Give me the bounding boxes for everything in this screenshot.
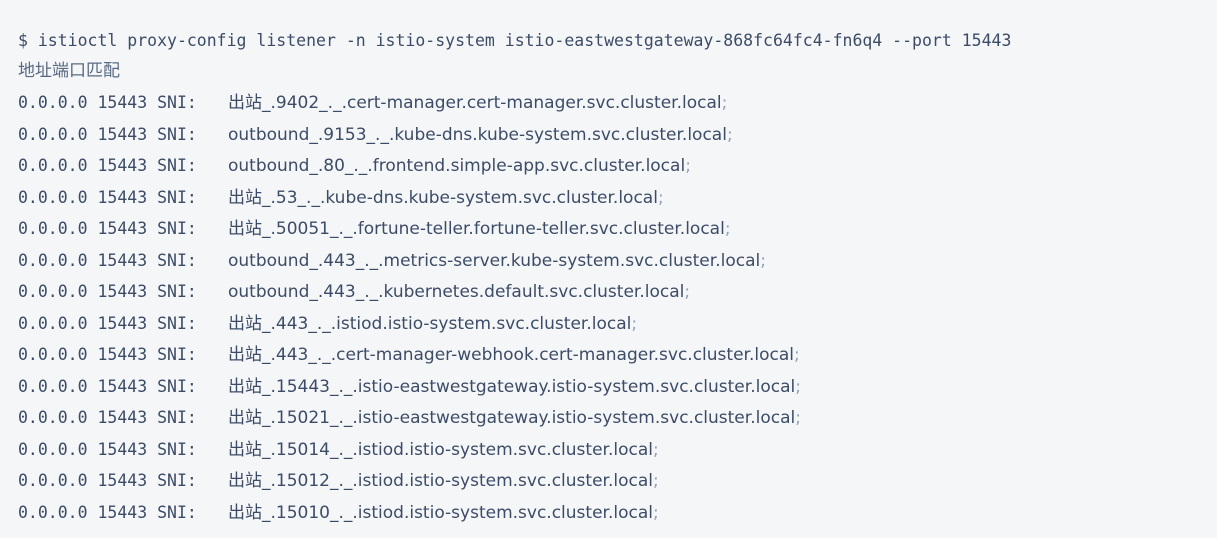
listener-row-prefix: 0.0.0.0 15443 SNI: — [18, 282, 207, 301]
listener-row-sni-value: 出站_.15021_._.istio-eastwestgateway.istio… — [228, 408, 796, 428]
listener-row: 0.0.0.0 15443 SNI: 出站_.9402_._.cert-mana… — [18, 87, 1217, 119]
listener-row: 0.0.0.0 15443 SNI: 出站_.15010_._.istiod.i… — [18, 497, 1217, 529]
listener-row: 0.0.0.0 15443 SNI: outbound_.443_._.metr… — [18, 245, 1217, 277]
listener-row-prefix: 0.0.0.0 15443 SNI: — [18, 219, 207, 238]
listener-row-sni-value: outbound_.80_._.frontend.simple-app.svc.… — [228, 156, 686, 176]
listener-row-sni-value: 出站_.15014_._.istiod.istio-system.svc.clu… — [228, 439, 653, 460]
listener-row-sni-value: outbound_.9153_._.kube-dns.kube-system.s… — [228, 124, 727, 145]
listener-row: 0.0.0.0 15443 SNI: 出站_.15014_._.istiod.i… — [18, 434, 1217, 466]
listener-row-terminator: ; — [652, 439, 659, 460]
terminal-header-line: 地址端口匹配 — [18, 61, 120, 81]
listener-row-terminator: ; — [721, 93, 728, 113]
listener-row: 0.0.0.0 15443 SNI: outbound_.443_._.kube… — [18, 276, 1217, 308]
listener-row-prefix: 0.0.0.0 15443 SNI: — [18, 124, 207, 144]
listener-row-sni-value: 出站_.9402_._.cert-manager.cert-manager.sv… — [228, 93, 722, 113]
listener-rows: 0.0.0.0 15443 SNI: 出站_.9402_._.cert-mana… — [18, 87, 1217, 528]
listener-row-sni-value: 出站_.15443_._.istio-eastwestgateway.istio… — [228, 376, 796, 397]
listener-row: 0.0.0.0 15443 SNI: outbound_.9153_._.kub… — [18, 119, 1217, 151]
listener-row-prefix: 0.0.0.0 15443 SNI: — [18, 471, 207, 490]
listener-row-prefix: 0.0.0.0 15443 SNI: — [18, 313, 207, 333]
listener-row-sni-value: 出站_.15012_._.istiod.istio-system.svc.clu… — [228, 471, 653, 491]
listener-row: 0.0.0.0 15443 SNI: 出站_.53_._.kube-dns.ku… — [18, 182, 1217, 214]
listener-row-terminator: ; — [724, 219, 731, 239]
listener-row-prefix: 0.0.0.0 15443 SNI: — [18, 93, 207, 112]
listener-row-terminator: ; — [793, 345, 800, 365]
listener-row-sni-value: 出站_.443_._.istiod.istio-system.svc.clust… — [228, 313, 632, 334]
listener-row-prefix: 0.0.0.0 15443 SNI: — [18, 502, 207, 522]
listener-row-prefix: 0.0.0.0 15443 SNI: — [18, 408, 207, 427]
listener-row: 0.0.0.0 15443 SNI: 出站_.443_._.istiod.ist… — [18, 308, 1217, 340]
listener-row-terminator: ; — [795, 376, 801, 397]
listener-row-terminator: ; — [685, 156, 691, 176]
listener-row-terminator: ; — [657, 187, 664, 208]
listener-row-terminator: ; — [795, 408, 801, 428]
listener-row-terminator: ; — [726, 124, 733, 145]
listener-row: 0.0.0.0 15443 SNI: 出站_.15443_._.istio-ea… — [18, 371, 1217, 403]
listener-row: 0.0.0.0 15443 SNI: 出站_.50051_._.fortune-… — [18, 213, 1217, 245]
terminal-command-line: $ istioctl proxy-config listener -n isti… — [18, 31, 1012, 50]
listener-row-prefix: 0.0.0.0 15443 SNI: — [18, 250, 207, 270]
listener-row-sni-value: 出站_.50051_._.fortune-teller.fortune-tell… — [228, 219, 725, 239]
listener-row-sni-value: 出站_.53_._.kube-dns.kube-system.svc.clust… — [228, 187, 658, 208]
listener-row-prefix: 0.0.0.0 15443 SNI: — [18, 187, 207, 207]
listener-row-terminator: ; — [631, 313, 638, 334]
listener-row-sni-value: outbound_.443_._.metrics-server.kube-sys… — [228, 250, 761, 271]
listener-row-sni-value: outbound_.443_._.kubernetes.default.svc.… — [228, 282, 685, 302]
listener-row: 0.0.0.0 15443 SNI: 出站_.15021_._.istio-ea… — [18, 402, 1217, 434]
listener-row: 0.0.0.0 15443 SNI: 出站_.443_._.cert-manag… — [18, 339, 1217, 371]
listener-row-sni-value: 出站_.15010_._.istiod.istio-system.svc.clu… — [228, 502, 653, 523]
listener-row-prefix: 0.0.0.0 15443 SNI: — [18, 156, 207, 175]
listener-row-prefix: 0.0.0.0 15443 SNI: — [18, 345, 207, 364]
listener-row-terminator: ; — [652, 471, 659, 491]
listener-row-prefix: 0.0.0.0 15443 SNI: — [18, 376, 207, 396]
listener-row: 0.0.0.0 15443 SNI: 出站_.15012_._.istiod.i… — [18, 465, 1217, 497]
listener-row-terminator: ; — [760, 250, 766, 271]
listener-row-sni-value: 出站_.443_._.cert-manager-webhook.cert-man… — [228, 345, 794, 365]
listener-row-prefix: 0.0.0.0 15443 SNI: — [18, 439, 207, 459]
listener-row-terminator: ; — [652, 502, 659, 523]
listener-row: 0.0.0.0 15443 SNI: outbound_.80_._.front… — [18, 150, 1217, 182]
listener-row-terminator: ; — [684, 282, 691, 302]
